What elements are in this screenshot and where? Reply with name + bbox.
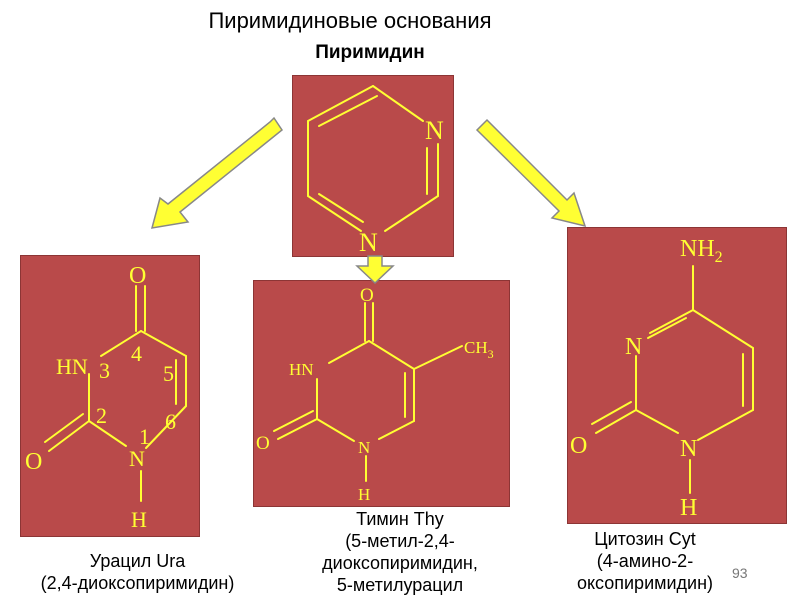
pyrimidine-panel: N N: [292, 75, 454, 257]
cytosine-caption: Цитозин Cyt (4-амино-2- оксопиримидин): [545, 528, 745, 594]
uracil-o-top-label: O: [129, 263, 146, 289]
uracil-caption: Урацил Ura (2,4-диоксопиримидин): [0, 550, 275, 594]
thymine-n-bottom-label: N: [358, 438, 370, 457]
thymine-o-left-label: O: [256, 433, 270, 454]
arrow-to-thymine: [355, 255, 395, 285]
thymine-caption-line4: 5-метилурацил: [336, 575, 464, 595]
uracil-num-1: 1: [139, 424, 150, 449]
thymine-panel: O HN CH3 N O H: [253, 280, 510, 507]
uracil-num-3: 3: [99, 358, 110, 383]
cytosine-panel: NH2 N O N H: [567, 227, 787, 524]
uracil-panel: O HN 3 4 5 2 6 1 N O H: [20, 255, 200, 537]
uracil-num-2: 2: [96, 403, 107, 428]
pyrimidine-title: Пиримидин: [315, 42, 425, 63]
thymine-o-top-label: O: [360, 285, 374, 306]
uracil-caption-name: Урацил Ura: [89, 551, 186, 571]
arrow-to-cytosine: [475, 118, 587, 228]
cytosine-structure: NH2 N O N H: [570, 236, 754, 521]
cytosine-caption-name: Цитозин Cyt: [594, 529, 696, 549]
page-number: 93: [732, 565, 748, 581]
uracil-num-5: 5: [163, 361, 174, 386]
cytosine-n-bottom-label: N: [680, 436, 697, 462]
thymine-ch3-subscript: 3: [488, 347, 494, 361]
uracil-h-label: H: [131, 507, 147, 532]
pyrimidine-n1-label: N: [425, 116, 444, 145]
uracil-structure: O HN 3 4 5 2 6 1 N O H: [25, 263, 187, 532]
cytosine-nh-text: NH: [680, 236, 715, 262]
uracil-num-6: 6: [165, 409, 176, 434]
arrow-to-uracil: [150, 116, 284, 229]
cytosine-caption-line2: (4-амино-2-: [596, 551, 694, 571]
thymine-h-label: H: [358, 485, 370, 504]
uracil-num-4: 4: [131, 341, 142, 366]
cytosine-nh2-subscript: 2: [715, 249, 723, 266]
cytosine-h-label: H: [680, 495, 697, 521]
uracil-hn-label: HN: [56, 354, 88, 379]
cytosine-n-left-label: N: [625, 334, 642, 360]
thymine-ch-text: CH: [464, 338, 488, 357]
cytosine-caption-line3: оксопиримидин): [576, 573, 714, 593]
pyrimidine-structure: N N: [307, 85, 444, 256]
thymine-caption: Тимин Thy (5-метил-2,4- диоксопиримидин,…: [285, 508, 515, 596]
pyrimidine-n3-label: N: [359, 228, 378, 256]
thymine-caption-name: Тимин Thy: [356, 509, 444, 529]
slide-title: Пиримидиновые основания: [208, 8, 492, 33]
thymine-caption-line3: диоксопиримидин,: [322, 553, 478, 573]
thymine-ch3-label: CH3: [464, 338, 494, 361]
thymine-hn-label: HN: [289, 360, 314, 379]
uracil-caption-systematic: (2,4-диоксопиримидин): [40, 573, 235, 593]
cytosine-o-left-label: O: [570, 433, 587, 459]
thymine-structure: O HN CH3 N O H: [256, 285, 494, 504]
uracil-o-left-label: O: [25, 449, 42, 475]
cytosine-nh2-label: NH2: [680, 236, 723, 266]
thymine-caption-line2: (5-метил-2,4-: [345, 531, 455, 551]
uracil-n-bottom-label: N: [129, 446, 145, 471]
